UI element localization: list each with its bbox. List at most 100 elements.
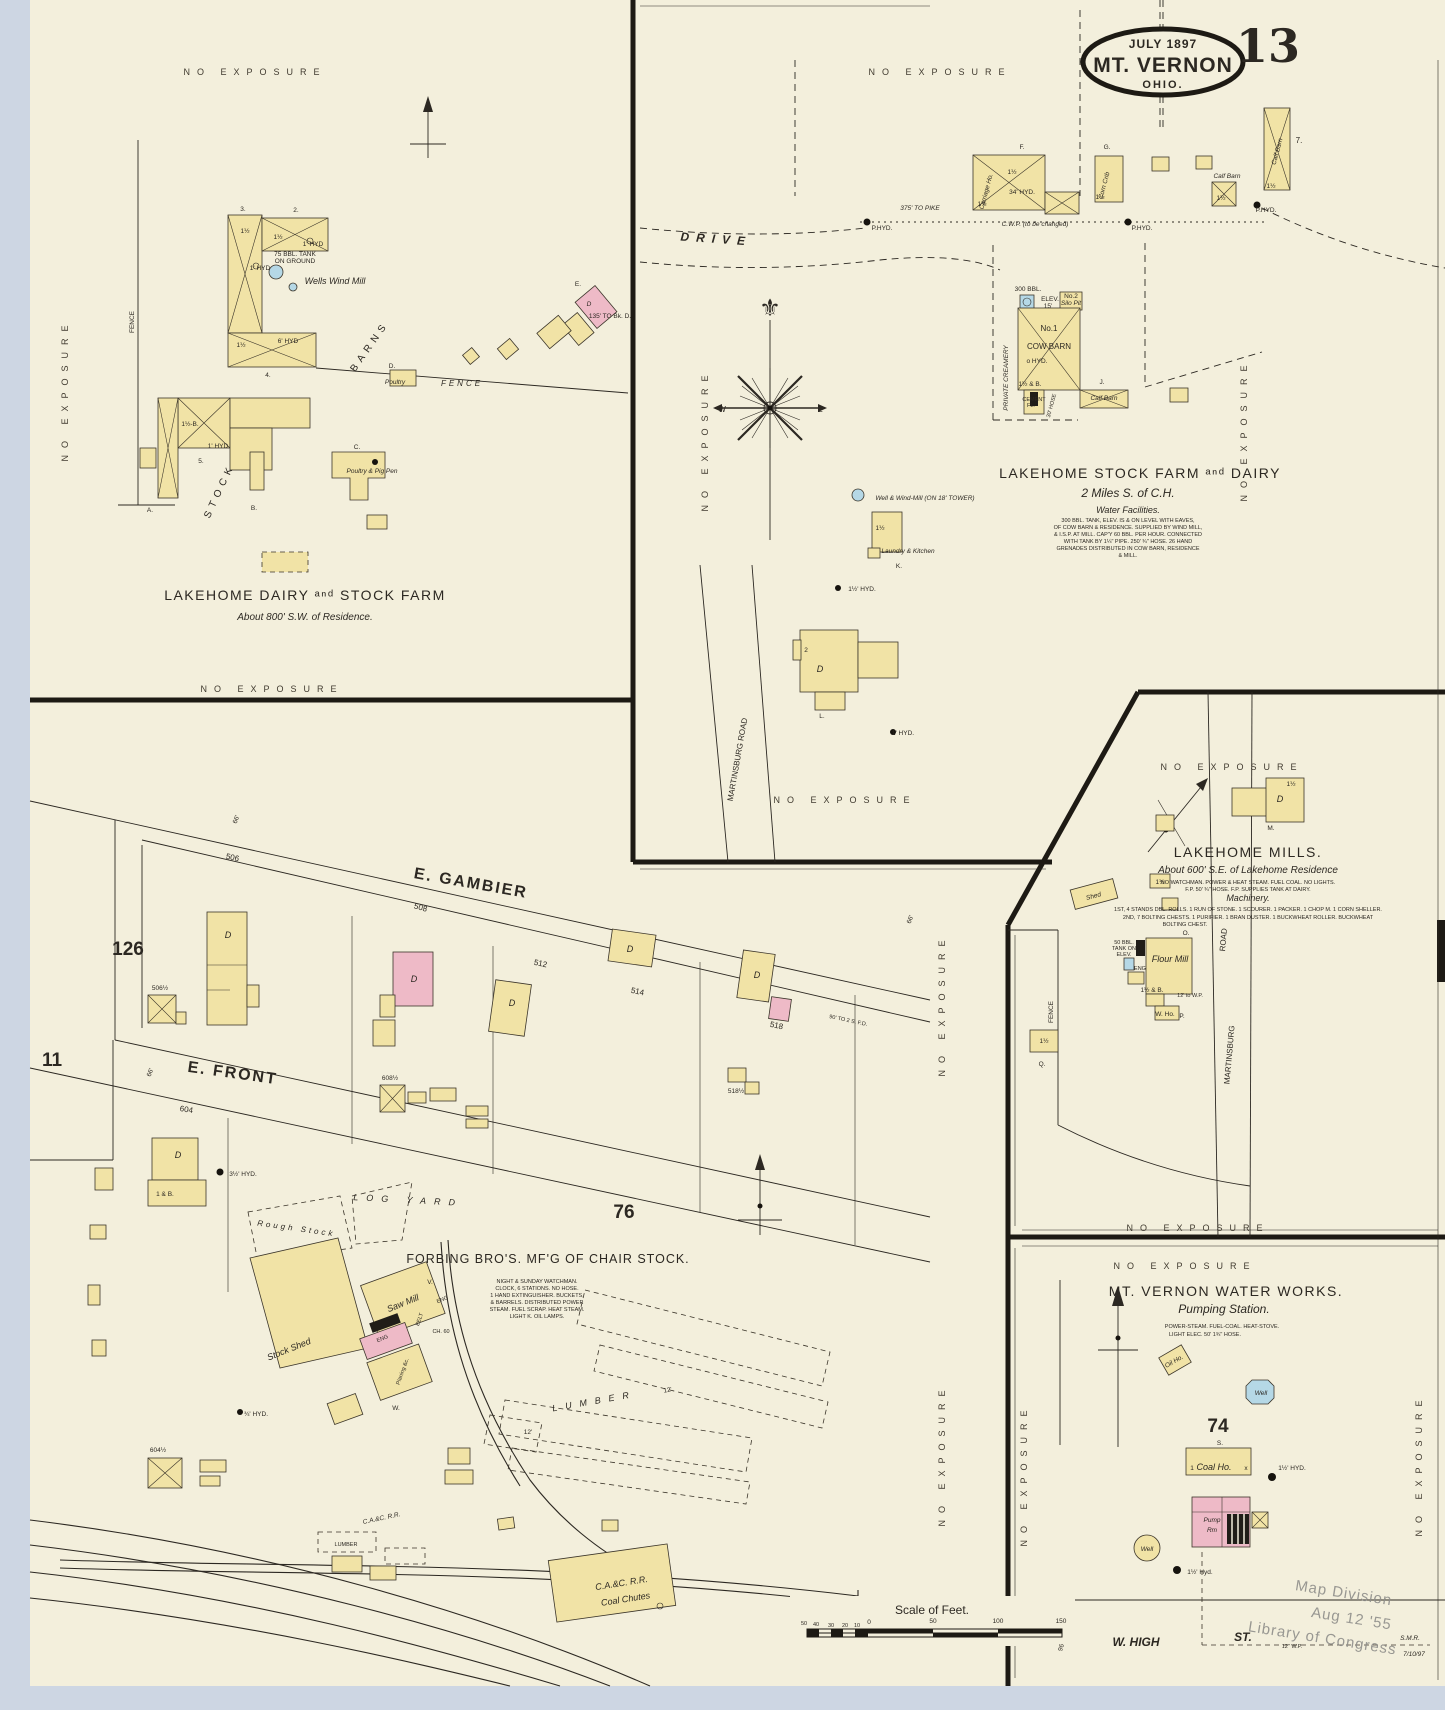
- map-label: C.: [354, 444, 361, 451]
- sheet-page-number: 13: [1236, 19, 1300, 73]
- map-label: 50 BBL.: [1114, 940, 1134, 946]
- map-label: LIGHT K. OIL LAMPS.: [510, 1314, 565, 1320]
- map-date: JULY 1897: [1129, 37, 1197, 51]
- map-label: 514: [630, 986, 645, 998]
- map-label: F.: [1019, 144, 1024, 151]
- map-label: STEAM. FUEL SCRAP. HEAT STEAM.: [490, 1307, 585, 1313]
- panel-title-dairy-stock-farm: LAKEHOME DAIRY ᵃⁿᵈ STOCK FARM: [164, 587, 446, 603]
- map-label: A.: [147, 507, 153, 514]
- map-label: 608½: [382, 1074, 399, 1082]
- map-label: 604: [179, 1104, 194, 1115]
- map-label: 300 BBL. TANK, ELEV. IS & ON LEVEL WITH …: [1061, 518, 1195, 524]
- map-label: FENCE: [1048, 1000, 1055, 1023]
- map-label: 7.: [1296, 136, 1303, 145]
- block-number-74: 74: [1207, 1416, 1229, 1437]
- map-label: Pumping Station.: [1178, 1302, 1269, 1316]
- map-label: 506: [225, 852, 240, 864]
- map-label: 1½: [1266, 182, 1276, 190]
- map-label: OF COW BARN & RESIDENCE. SUPPLIED BY WIN…: [1054, 525, 1203, 531]
- panel-stock-farm-lines: [639, 0, 1445, 863]
- map-label: D: [225, 930, 232, 940]
- map-label: ENG: [436, 1295, 449, 1305]
- map-label: S.M.R.: [1400, 1635, 1420, 1642]
- map-label: Well: [1141, 1546, 1154, 1553]
- map-label: D: [1277, 794, 1284, 804]
- map-label: 300 BBL.: [1015, 286, 1042, 293]
- map-label: 1ST, 4 STANDS DBL. ROLLS. 1 RUN OF STONE…: [1114, 907, 1382, 913]
- panel-stock-farm-buildings: [792, 107, 1291, 711]
- well-circle: [1133, 1534, 1161, 1562]
- map-label: 10: [854, 1623, 860, 1629]
- coal-chutes-building: [547, 1543, 677, 1623]
- no-exposure-label: NO EXPOSURE: [183, 67, 326, 77]
- map-city: MT. VERNON: [1093, 54, 1233, 77]
- scale-title: Scale of Feet.: [895, 1603, 969, 1617]
- map-label: ELEV.: [1041, 296, 1059, 303]
- map-label: Rm: [1207, 1527, 1218, 1534]
- map-label: 1½-B.: [181, 420, 199, 428]
- map-label: 1½: [875, 524, 885, 532]
- map-label: D: [754, 970, 761, 980]
- map-label: 1' HYD.: [892, 730, 914, 737]
- map-label: Calf Barn: [1213, 173, 1240, 180]
- map-label: PRIVATE CREAMERY: [1003, 345, 1010, 411]
- map-label: M.: [1267, 825, 1274, 832]
- panel-mills-lines: [1008, 691, 1253, 1238]
- no-exposure-label: NO EXPOSURE: [937, 933, 947, 1076]
- map-label: 512: [533, 958, 548, 970]
- map-label: 1½: [236, 341, 246, 349]
- map-label: & MILL.: [1119, 553, 1138, 559]
- panel-dairy-farm-lines: [118, 96, 629, 506]
- map-label: 1: [1190, 1465, 1194, 1472]
- map-label: 1½' HYD.: [848, 585, 876, 593]
- map-label: 12': [524, 1429, 532, 1436]
- map-label: CLOCK, 6 STATIONS. NO HOSE.: [495, 1286, 579, 1292]
- no-exposure-label: NO EXPOSURE: [937, 1383, 947, 1526]
- map-label: 3.: [240, 206, 246, 213]
- map-label: 2 Miles S. of C.H.: [1080, 486, 1174, 500]
- map-label: 506½: [152, 984, 169, 992]
- railroad-tracks: [29, 1239, 859, 1687]
- map-label: LIGHT ELEC. 50' 1¾" HOSE.: [1169, 1332, 1241, 1338]
- title-oval: [1080, 26, 1246, 98]
- sheet-header: JULY 1897 MT. VERNON OHIO. 13: [1080, 0, 1300, 130]
- map-label: 3½' HYD.: [229, 1170, 257, 1178]
- map-label: ENG: [1134, 966, 1146, 972]
- map-label: WITH TANK BY 1¼" PIPE. 250' ¾" HOSE. 26 …: [1064, 539, 1192, 545]
- map-label: Well: [1255, 1390, 1268, 1397]
- map-label: 1½: [273, 233, 283, 241]
- map-label: 1½: [1039, 1037, 1049, 1045]
- coal-house-building: [1185, 1447, 1252, 1476]
- map-label: 75 BBL. TANK: [274, 251, 316, 258]
- map-label: J.: [1099, 379, 1104, 386]
- map-label: ON GROUND: [275, 258, 316, 265]
- panel-waterworks: [1008, 1280, 1445, 1646]
- map-label: About 800' S.W. of Residence.: [236, 612, 373, 623]
- binding-tab: [1437, 920, 1445, 982]
- map-label: 50: [929, 1618, 937, 1625]
- map-label: Flour Mill: [1152, 954, 1190, 964]
- map-label: W. Ho.: [1155, 1011, 1175, 1018]
- map-label: o HYD.: [1027, 358, 1048, 365]
- map-label: 1½: [1007, 168, 1017, 176]
- map-label: 0: [867, 1619, 871, 1626]
- map-label: 1 & B.: [156, 1191, 174, 1198]
- map-label: Silo Pit: [1061, 300, 1082, 307]
- street-label-st: ST.: [1234, 1630, 1252, 1644]
- map-label: & BARRELS. DISTRIBUTED POWER: [491, 1300, 584, 1306]
- map-label: 66': [906, 914, 915, 924]
- map-label: Machinery.: [1226, 893, 1269, 903]
- map-label: 30: [828, 1623, 834, 1629]
- compass-north-fleur: ⚜: [759, 295, 781, 322]
- map-label: 1½' HYD.: [1278, 1464, 1306, 1472]
- map-label: About 600' S.E. of Lakehome Residence: [1157, 865, 1338, 876]
- map-label: Poultry: [385, 379, 406, 386]
- no-exposure-label: NO EXPOSURE: [1019, 1403, 1029, 1546]
- map-label: G.: [1104, 144, 1111, 151]
- map-label: 66': [146, 1067, 155, 1077]
- no-exposure-label: NO EXPOSURE: [1126, 1223, 1269, 1233]
- map-label: ¾' HYD.: [244, 1411, 268, 1418]
